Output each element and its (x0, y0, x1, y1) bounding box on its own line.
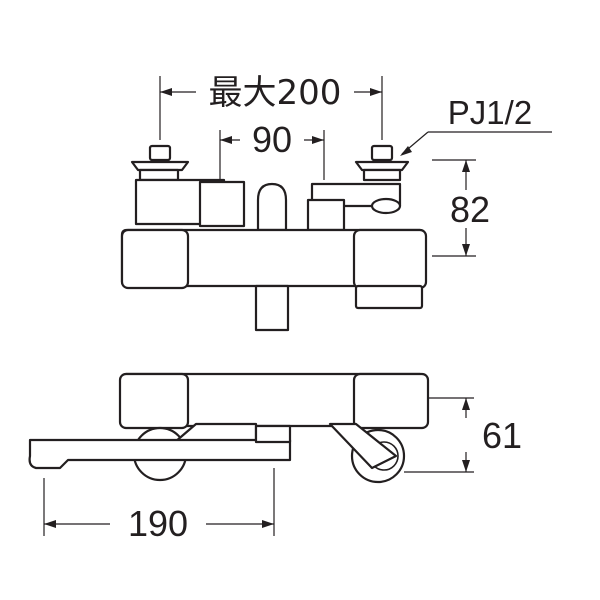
center-span-label: 90 (252, 119, 292, 160)
depth-dimension: 61 (404, 397, 522, 473)
height-dimension: 82 (432, 159, 490, 257)
side-left-handle (118, 372, 190, 430)
left-handle (120, 228, 190, 290)
center-span-dimension: 90 (219, 119, 325, 180)
spout-arm (28, 438, 292, 470)
right-inlet-fitting (306, 144, 410, 232)
height-label: 82 (450, 189, 490, 230)
center-spout-stub (256, 182, 288, 232)
thread-spec-leader: PJ1/2 (400, 94, 552, 156)
thread-spec-label: PJ1/2 (448, 94, 532, 131)
depth-label: 61 (482, 415, 522, 456)
side-right-handle (352, 372, 430, 430)
right-handle (352, 228, 428, 290)
max-span-dimension: 最大200 (159, 73, 383, 140)
spout-length-label: 190 (128, 503, 188, 544)
max-span-label: 最大200 (209, 73, 342, 113)
bottom-outlet-pipe (254, 284, 290, 332)
front-elevation: 最大200 90 PJ1/2 82 (120, 73, 552, 332)
spout-length-dimension: 190 (43, 468, 275, 544)
side-elevation: 61 190 (28, 372, 522, 544)
left-inlet-fitting (130, 144, 246, 228)
